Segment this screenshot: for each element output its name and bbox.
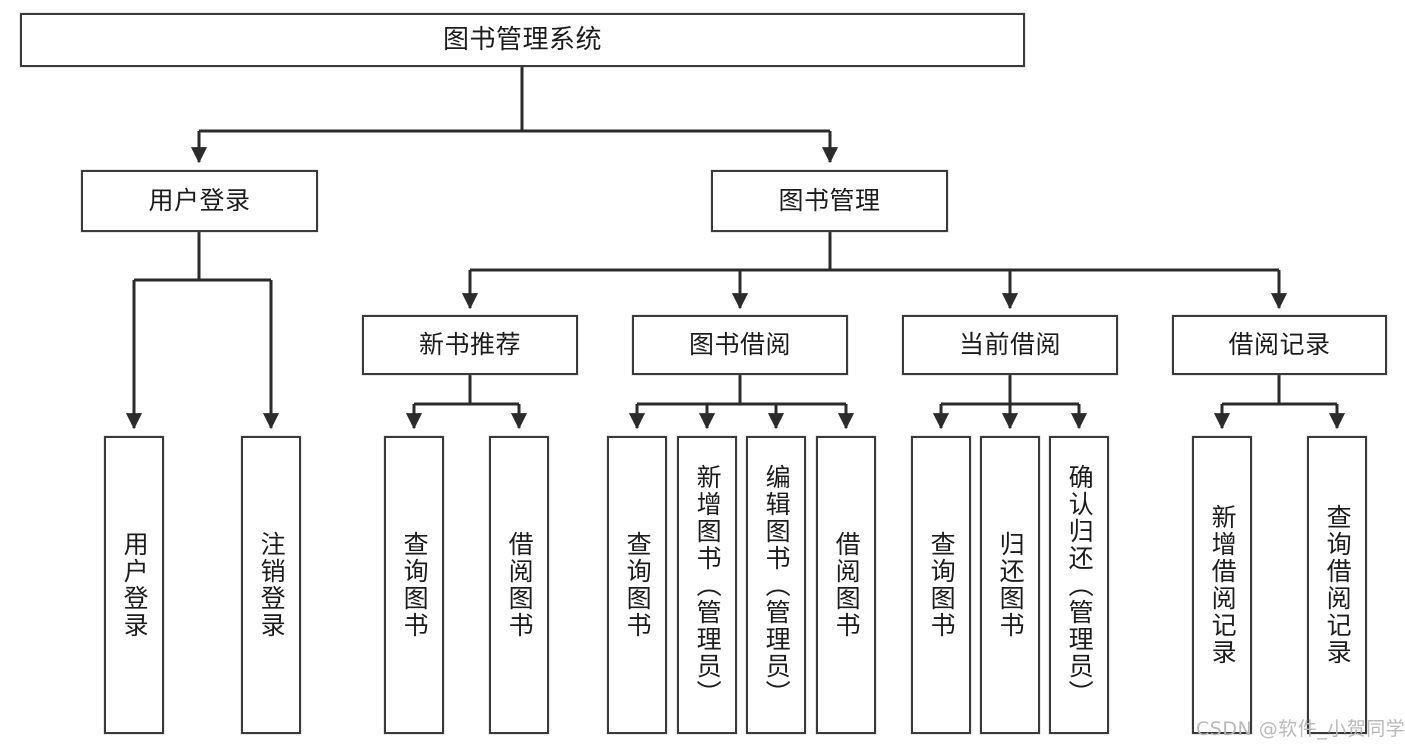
node-borrow-record[interactable]: 借阅记录 [1172,315,1387,375]
node-leaf-query-record[interactable]: 查询借阅记录 [1307,436,1367,734]
node-current-borrow[interactable]: 当前借阅 [902,315,1118,375]
node-leaf-user-login-label: 用户登录 [120,531,150,639]
watermark: CSDN @软件_小贺同学 [1196,714,1405,741]
node-leaf-return-book-label: 归还图书 [996,531,1026,639]
watermark-text: CSDN @软件_小贺同学 [1196,718,1405,740]
node-leaf-edit-book[interactable]: 编辑图书（管理员） [746,436,806,734]
node-leaf-add-record[interactable]: 新增借阅记录 [1192,436,1252,734]
node-user-login-label: 用户登录 [148,186,251,216]
node-leaf-query-book-1[interactable]: 查询图书 [384,436,444,734]
node-leaf-user-login[interactable]: 用户登录 [104,436,164,734]
node-leaf-borrow-book-1-label: 借阅图书 [505,531,535,639]
node-book-manage[interactable]: 图书管理 [711,170,948,232]
node-leaf-borrow-book-1[interactable]: 借阅图书 [489,436,549,734]
node-root-label: 图书管理系统 [442,24,602,55]
node-leaf-add-book[interactable]: 新增图书（管理员） [677,436,737,734]
node-borrow-record-label: 借阅记录 [1228,330,1331,360]
node-leaf-borrow-book-2[interactable]: 借阅图书 [816,436,876,734]
node-root[interactable]: 图书管理系统 [20,13,1025,67]
node-leaf-add-record-label: 新增借阅记录 [1208,504,1238,666]
node-leaf-query-book-3-label: 查询图书 [927,531,957,639]
node-leaf-query-book-2[interactable]: 查询图书 [607,436,667,734]
node-new-book-rec-label: 新书推荐 [418,330,521,360]
node-book-borrow[interactable]: 图书借阅 [632,315,848,375]
node-leaf-logout-login[interactable]: 注销登录 [241,436,301,734]
node-leaf-add-book-label: 新增图书（管理员） [693,463,723,707]
node-book-borrow-label: 图书借阅 [688,330,791,360]
node-leaf-logout-login-label: 注销登录 [257,531,287,639]
node-user-login[interactable]: 用户登录 [81,170,318,232]
node-current-borrow-label: 当前借阅 [958,330,1061,360]
node-leaf-query-book-2-label: 查询图书 [623,531,653,639]
node-new-book-rec[interactable]: 新书推荐 [362,315,578,375]
node-leaf-query-book-3[interactable]: 查询图书 [911,436,971,734]
node-leaf-query-record-label: 查询借阅记录 [1323,504,1353,666]
node-leaf-query-book-1-label: 查询图书 [400,531,430,639]
node-leaf-confirm-return-label: 确认归还（管理员） [1065,463,1095,707]
node-leaf-confirm-return[interactable]: 确认归还（管理员） [1049,436,1109,734]
node-leaf-borrow-book-2-label: 借阅图书 [832,531,862,639]
node-book-manage-label: 图书管理 [778,186,881,216]
node-leaf-return-book[interactable]: 归还图书 [980,436,1040,734]
node-leaf-edit-book-label: 编辑图书（管理员） [762,463,792,707]
